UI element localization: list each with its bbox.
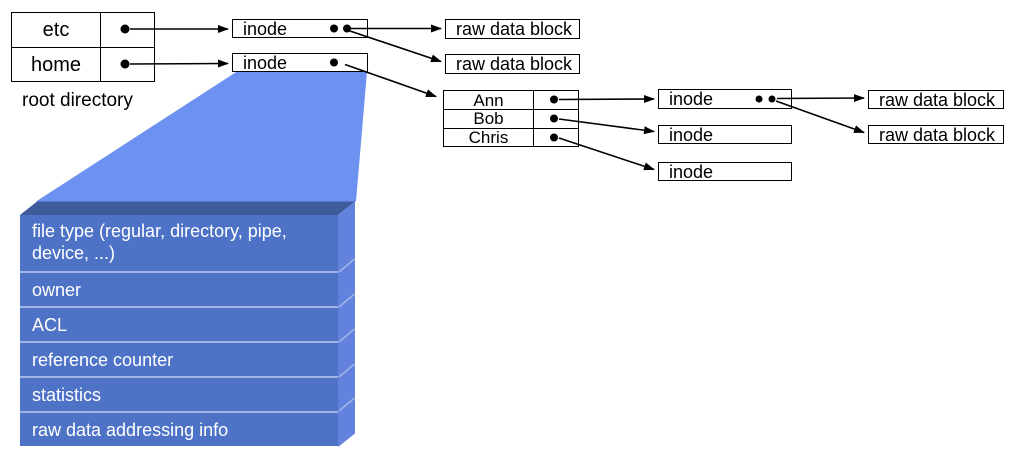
inode-field-acl: ACL xyxy=(20,306,338,341)
inode-box-bob: inode xyxy=(658,125,792,144)
home-entry-ann: Ann xyxy=(444,91,534,110)
home-entry-bob-pointer-cell xyxy=(534,109,578,127)
detail-box-top-face xyxy=(20,201,355,215)
root-entry-home: home xyxy=(12,47,101,81)
raw-data-block-3: raw data block xyxy=(868,90,1004,109)
root-entry-home-pointer-cell xyxy=(101,47,154,81)
home-entry-ann-pointer-cell xyxy=(534,91,578,109)
inode-box-chris: inode xyxy=(658,162,792,181)
inode-box-ann: inode xyxy=(658,89,792,109)
inode-box-home: inode xyxy=(232,53,368,72)
inode-box-etc: inode xyxy=(232,19,368,38)
inode-detail-box: file type (regular, directory, pipe, dev… xyxy=(20,215,338,446)
home-entry-bob: Bob xyxy=(444,109,534,128)
inode-field-owner: owner xyxy=(20,271,338,306)
root-directory-label: root directory xyxy=(22,90,133,111)
root-entry-etc-pointer-cell xyxy=(101,13,154,47)
raw-data-block-2: raw data block xyxy=(445,54,580,74)
inode-field-reference-counter: reference counter xyxy=(20,341,338,376)
inode-field-file-type: file type (regular, directory, pipe, dev… xyxy=(32,221,287,263)
home-entry-chris-pointer-cell xyxy=(534,127,578,146)
inode-field-raw-data-addressing: raw data addressing info xyxy=(20,411,338,446)
home-directory-table: Ann Bob Chris xyxy=(443,90,579,147)
detail-box-side-divider-lines xyxy=(338,258,355,412)
raw-data-block-1: raw data block xyxy=(445,19,580,39)
home-entry-chris: Chris xyxy=(444,127,534,146)
raw-data-block-4: raw data block xyxy=(868,125,1004,144)
root-directory-table: etc home xyxy=(11,12,155,82)
inode-field-statistics: statistics xyxy=(20,376,338,411)
root-entry-etc: etc xyxy=(12,13,101,47)
magnifier-beam xyxy=(36,71,367,202)
